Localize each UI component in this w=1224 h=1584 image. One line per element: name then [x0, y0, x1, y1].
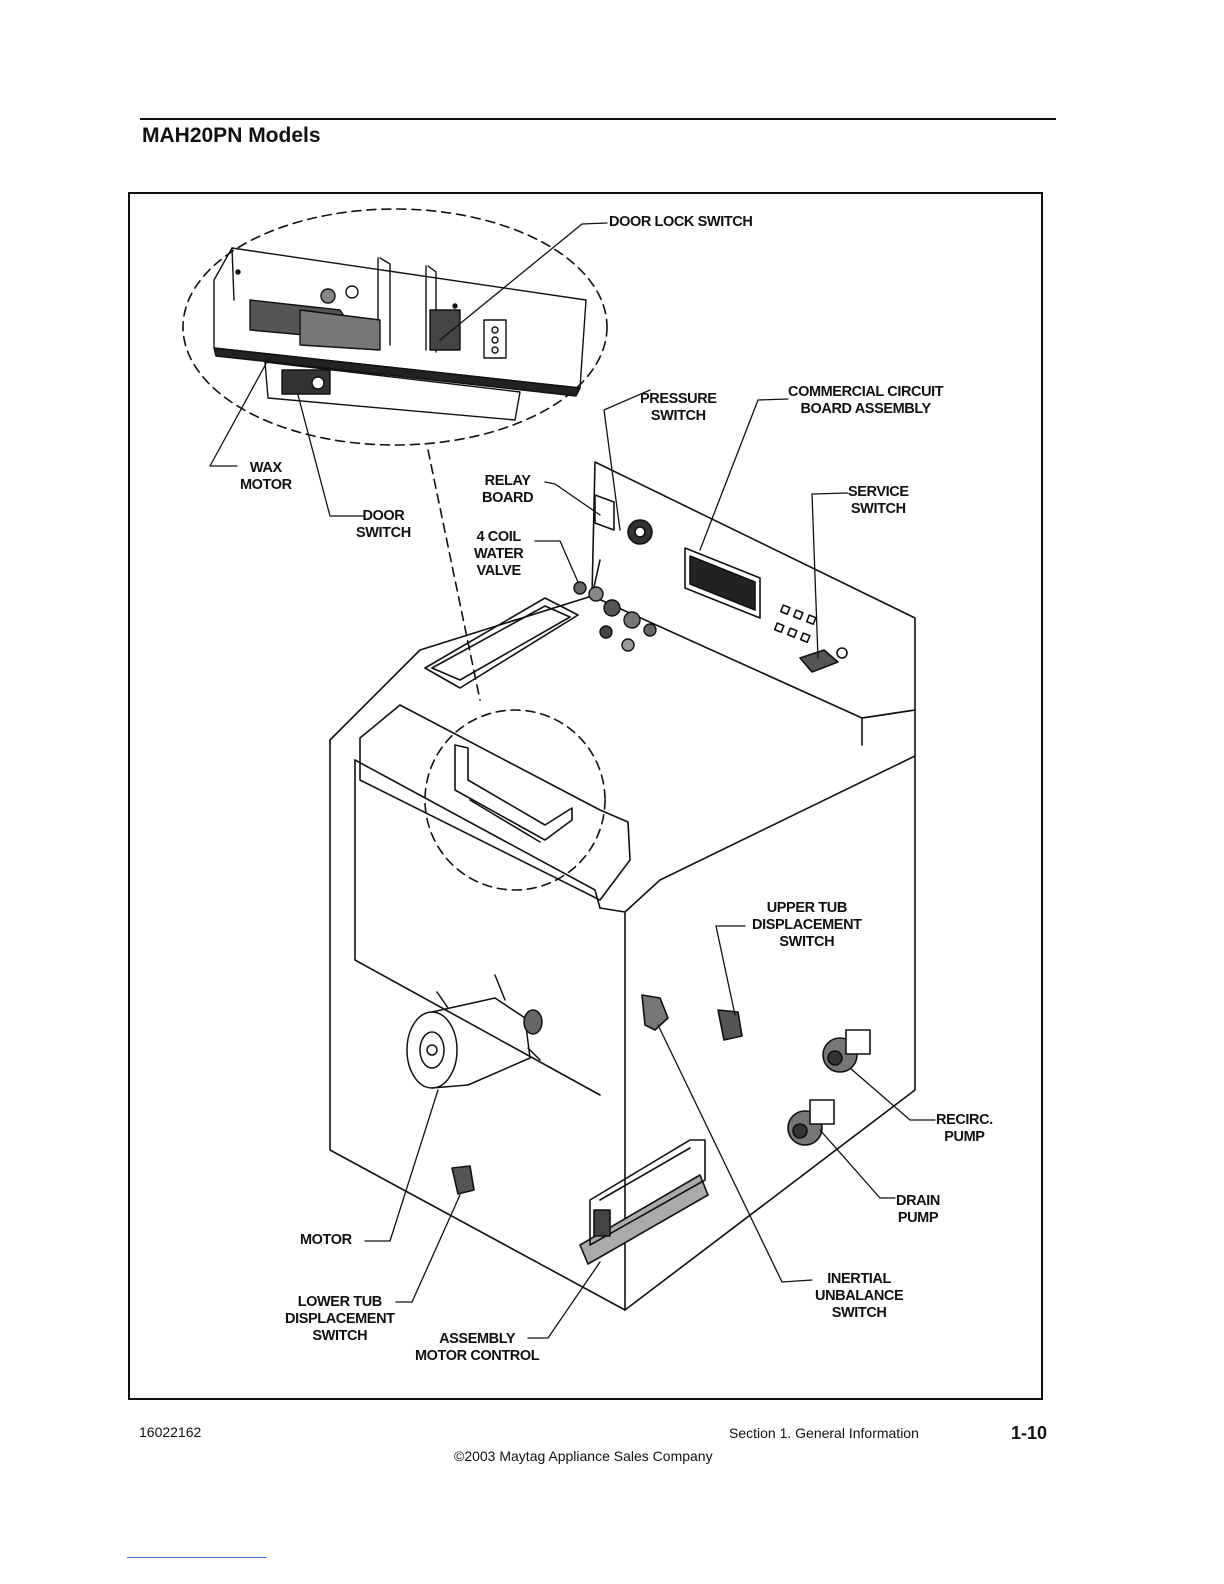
motor-part: [406, 974, 543, 1089]
label-pressure-switch: PRESSURE SWITCH: [640, 391, 717, 424]
bottom-link-line: [127, 1557, 267, 1558]
detail-connector: [427, 449, 481, 701]
label-motor: MOTOR: [300, 1232, 352, 1248]
copyright: ©2003 Maytag Appliance Sales Company: [454, 1448, 713, 1464]
label-relay-board: RELAY BOARD: [482, 473, 534, 506]
label-lower-tub-switch: LOWER TUB DISPLACEMENT SWITCH: [285, 1294, 395, 1344]
console-detail-ellipse: [182, 208, 608, 446]
label-recirc-pump: RECIRC. PUMP: [936, 1112, 993, 1145]
console-detail: [213, 247, 587, 421]
motor-control-part: [579, 1139, 709, 1265]
upper-tub-switch-part: [717, 1009, 743, 1041]
label-door-switch: DOOR SWITCH: [356, 508, 411, 541]
drain-pump-part: [787, 1099, 835, 1146]
control-panel-parts: [594, 494, 848, 673]
label-upper-tub-switch: UPPER TUB DISPLACEMENT SWITCH: [752, 900, 862, 950]
label-drain-pump: DRAIN PUMP: [896, 1193, 940, 1226]
page-title: MAH20PN Models: [142, 124, 321, 147]
section-title: Section 1. General Information: [729, 1425, 919, 1441]
label-motor-control: ASSEMBLY MOTOR CONTROL: [415, 1331, 540, 1364]
handle-detail-circle: [424, 709, 606, 891]
recirc-pump-part: [822, 1029, 871, 1073]
label-service-switch: SERVICE SWITCH: [848, 484, 909, 517]
page-number: 1-10: [1011, 1423, 1048, 1443]
washer-body: [329, 461, 916, 1311]
header-rule: [140, 118, 1056, 120]
diagram-frame: [128, 192, 1043, 1400]
label-commercial-circuit-board: COMMERCIAL CIRCUIT BOARD ASSEMBLY: [788, 384, 944, 417]
label-inertial-switch: INERTIAL UNBALANCE SWITCH: [815, 1271, 904, 1321]
label-door-lock-switch: DOOR LOCK SWITCH: [609, 214, 753, 230]
water-valve-part: [573, 581, 657, 652]
doc-number: 16022162: [139, 1424, 202, 1440]
label-water-valve: 4 COIL WATER VALVE: [474, 529, 524, 579]
label-wax-motor: WAX MOTOR: [240, 460, 292, 493]
lower-tub-switch-part: [451, 1165, 475, 1195]
leader-lines: [209, 222, 936, 1339]
inertial-switch-part: [641, 994, 669, 1031]
